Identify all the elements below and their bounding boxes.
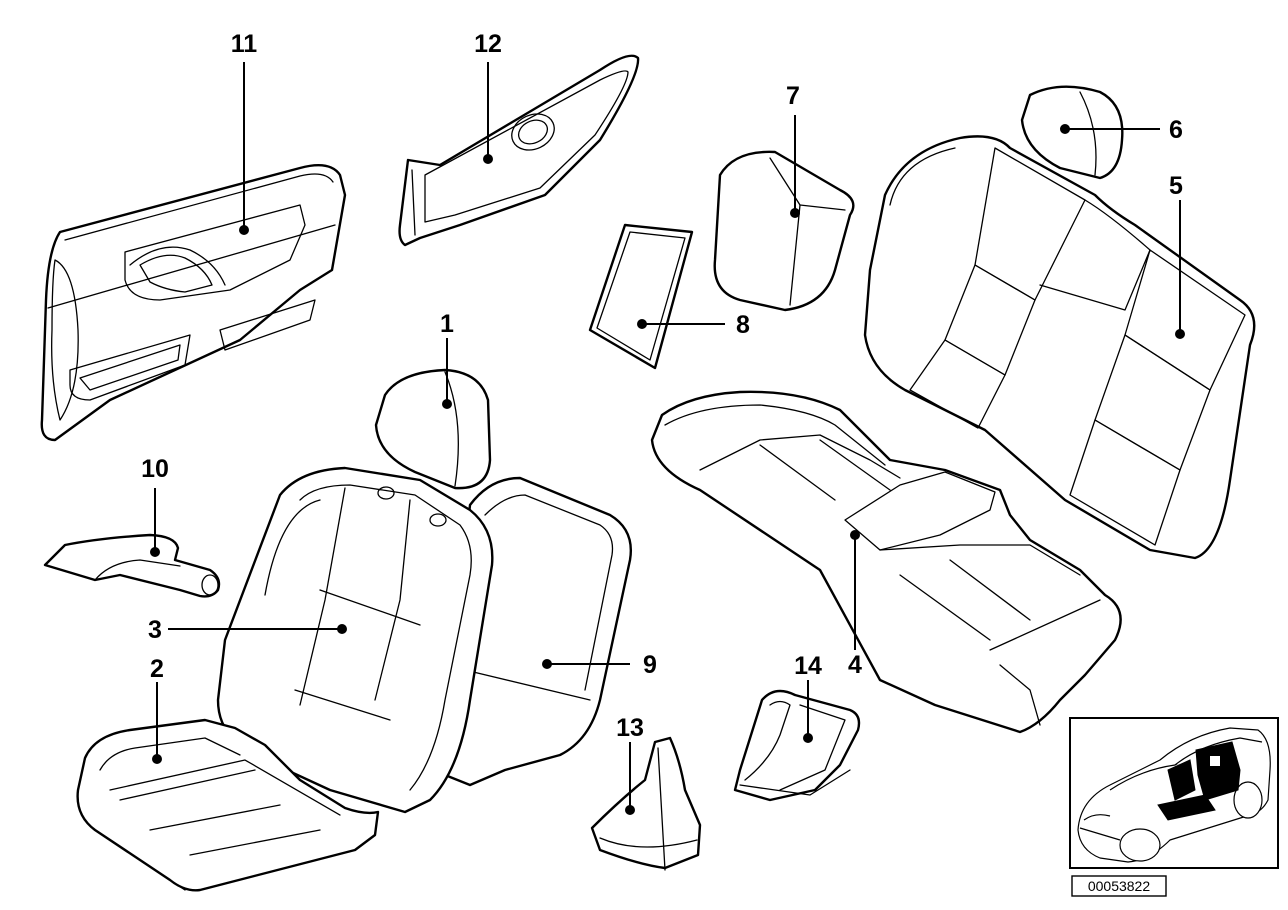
- highlighted-seat-icon: [1157, 741, 1241, 821]
- armrest-cover: [713, 150, 855, 312]
- callout-14: 14: [794, 652, 822, 680]
- car-locator-inset: [1069, 717, 1279, 869]
- diagram-code: 00053822: [1088, 878, 1151, 894]
- front-seat-cushion-cover: [76, 718, 380, 892]
- diagram-code-box: 00053822: [1071, 875, 1167, 897]
- center-armrest: [43, 533, 221, 598]
- callout-6: 6: [1169, 116, 1183, 144]
- rear-seat-cushion: [650, 390, 1122, 734]
- callout-8: 8: [736, 311, 750, 339]
- front-backrest-cover: [216, 466, 494, 814]
- callout-4: 4: [848, 651, 862, 679]
- front-headrest: [374, 368, 492, 490]
- handbrake-boot: [733, 689, 861, 802]
- callout-1: 1: [440, 310, 454, 338]
- callout-2: 2: [150, 655, 164, 683]
- callout-labels: 1 2 3 4 5 6 7 8 9 10 11 12 13 14: [141, 30, 1183, 742]
- callout-10: 10: [141, 455, 169, 483]
- callout-13: 13: [616, 714, 644, 742]
- callout-9: 9: [643, 651, 657, 679]
- callout-5: 5: [1169, 172, 1183, 200]
- callout-12: 12: [474, 30, 502, 58]
- callout-7: 7: [786, 82, 800, 110]
- rear-backrest: [863, 135, 1256, 560]
- leader-lines: [150, 62, 1185, 815]
- trim-panel: [588, 223, 694, 370]
- callout-11: 11: [231, 30, 258, 58]
- front-door-trim-panel: [40, 164, 347, 442]
- rear-side-trim-panel: [398, 54, 640, 247]
- callout-3: 3: [148, 616, 162, 644]
- gear-shift-boot: [590, 736, 702, 871]
- rear-headrest: [1020, 85, 1124, 180]
